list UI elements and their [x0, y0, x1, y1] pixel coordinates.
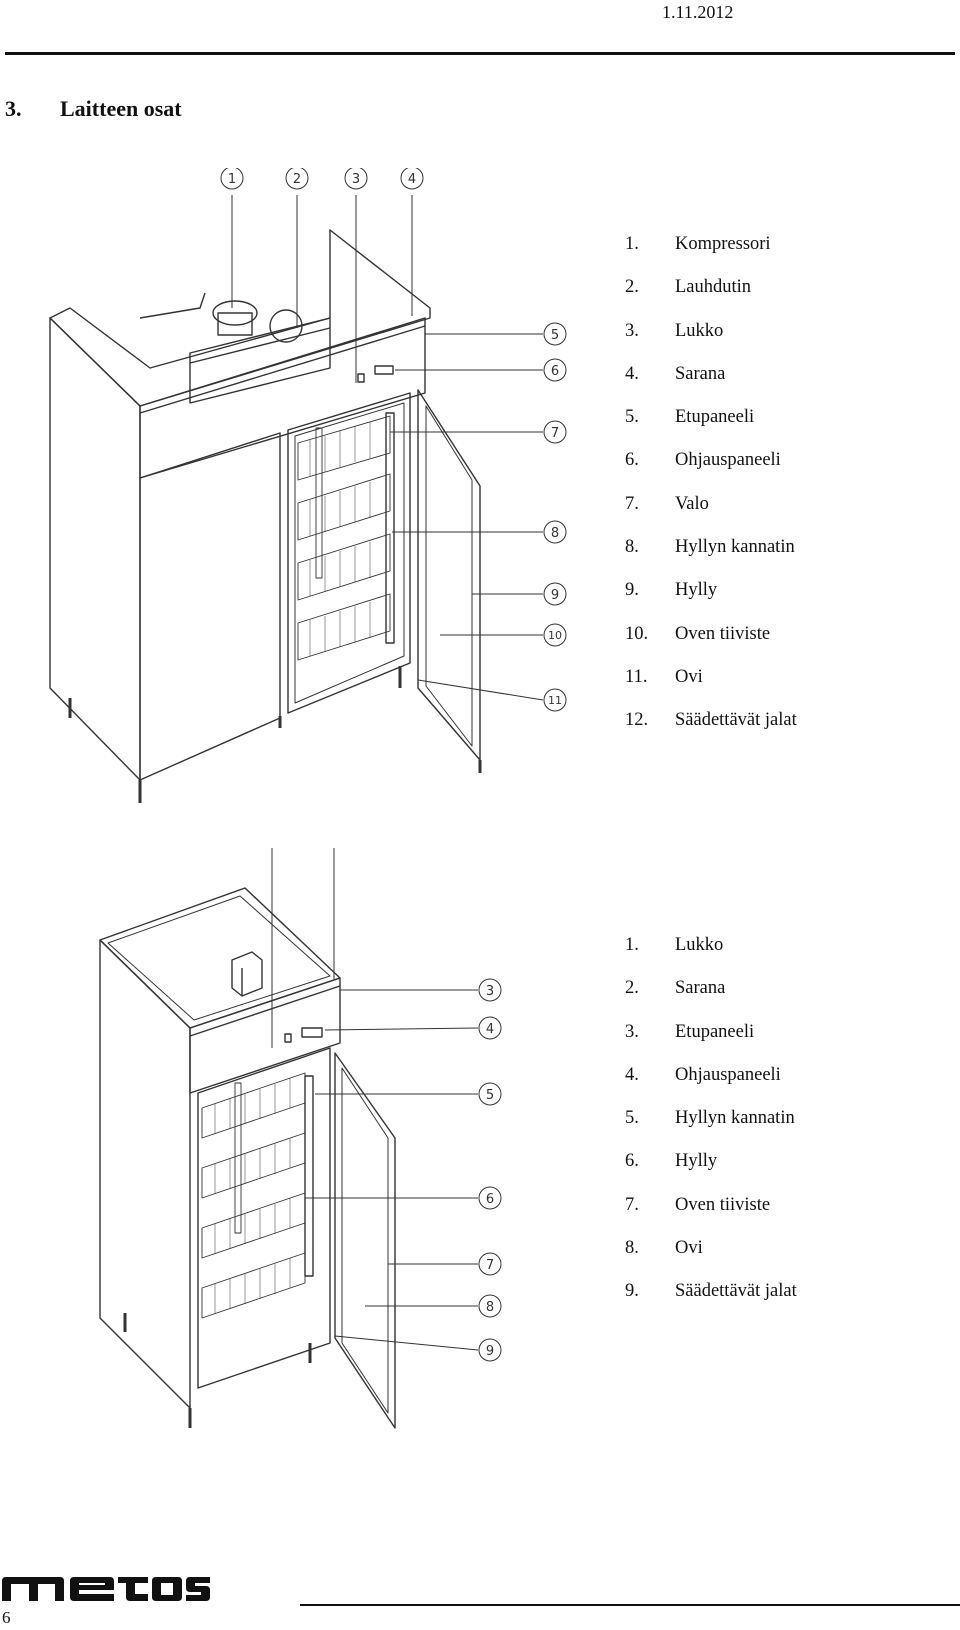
legend-item: 1.Kompressori: [625, 234, 771, 254]
front-panel: [189, 977, 341, 1094]
legend-item: 12.Säädettävät jalat: [625, 710, 797, 731]
callout-2: [285, 168, 309, 190]
callout-label: 1: [228, 172, 236, 187]
callout-6: [543, 358, 567, 382]
callout-8: [478, 1294, 502, 1318]
callout-4: [478, 1016, 502, 1040]
callout-7: [543, 420, 567, 444]
metos-logo: metos: [2, 1577, 210, 1601]
callout-7: [478, 1252, 502, 1276]
legend-item: 9.Hylly: [625, 580, 718, 601]
legend-item: 5.Hyllyn kannatin: [625, 1108, 795, 1129]
callout-label: 8: [551, 526, 559, 541]
legend-item: 6.Ohjauspaneeli: [625, 450, 781, 471]
callout-label: 2: [293, 172, 301, 187]
callout-1: [220, 168, 244, 190]
callout-9: [478, 1338, 502, 1362]
lock-box: [231, 951, 263, 997]
callout-label: 11: [548, 694, 562, 707]
section-number: 3.: [5, 96, 22, 121]
legend-item: 4.Sarana: [625, 363, 726, 384]
legend-item: 2.Lauhdutin: [625, 277, 752, 298]
callout-label: 8: [486, 1300, 494, 1315]
callout-8: [543, 520, 567, 544]
cabinet-top-back: [49, 229, 431, 407]
left-door: [139, 432, 281, 781]
callout-label: 6: [486, 1192, 494, 1207]
callout-5: [478, 1082, 502, 1106]
control-panel: [301, 1027, 323, 1038]
callout-3: [478, 978, 502, 1002]
legend-item: 4.Ohjauspaneeli: [625, 1064, 781, 1085]
parts-legend-2: 1.Lukko 2.Sarana 3.Etupaneeli 4.Ohjauspa…: [625, 934, 797, 1324]
callout-label: 6: [551, 364, 559, 379]
legend-item: 3.Etupaneeli: [625, 1021, 755, 1042]
callout-label: 7: [551, 426, 559, 441]
control-panel: [374, 365, 394, 375]
parts-legend-1: 1.Kompressori 2.Lauhdutin 3.Lukko 4.Sara…: [625, 233, 797, 753]
interior-frame: [287, 392, 411, 714]
shelf-support: [385, 412, 395, 644]
double-door-cabinet-drawing: 1 2 3 4 5 6 7 8 9 10 11: [49, 168, 567, 803]
legend-item: 9.Säädettävät jalat: [625, 1281, 797, 1302]
callout-label: 10: [548, 629, 562, 642]
shelves: [201, 1072, 306, 1319]
legend-item: 3.Lukko: [625, 320, 724, 341]
cabinet-side-panel: [49, 317, 141, 781]
shelves: [297, 415, 391, 661]
page-number: 6: [2, 1608, 11, 1627]
callout-label: 5: [551, 328, 559, 343]
cabinet-top: [99, 887, 341, 1029]
callout-11: [543, 688, 567, 712]
callout-label: 4: [408, 172, 416, 187]
callout-5: [543, 322, 567, 346]
callout-3: [344, 168, 368, 190]
single-door-cabinet-drawing: 1 2 3 4 5 6 7 8 9: [99, 848, 502, 1429]
compressor-unit: [139, 292, 331, 404]
callout-label: 7: [486, 1258, 494, 1273]
legend-item: 7.Valo: [625, 493, 709, 514]
legend-item: 8.Hyllyn kannatin: [625, 537, 795, 558]
shelf-support: [304, 1075, 314, 1277]
callout-label: 3: [486, 984, 494, 999]
callout-label: 4: [486, 1022, 494, 1037]
cabinet-side-panel: [99, 939, 191, 1409]
callout-label: 9: [486, 1344, 494, 1359]
legend-item: 5.Etupaneeli: [625, 407, 755, 428]
callout-6: [478, 1186, 502, 1210]
footer-rule: [300, 1604, 960, 1606]
interior-frame: [197, 1047, 331, 1389]
right-door: [417, 389, 481, 761]
callout-label: 9: [551, 588, 559, 603]
legend-item: 8.Ovi: [625, 1238, 703, 1259]
legend-item: 11.Ovi: [625, 666, 703, 687]
section-title: Laitteen osat: [60, 96, 182, 121]
legend-item: 6.Hylly: [625, 1151, 718, 1172]
header-date: 1.11.2012: [662, 2, 734, 22]
callout-label: 5: [486, 1088, 494, 1103]
header-rule: [5, 52, 955, 55]
callout-10: [543, 623, 567, 647]
legend-item: 10.Oven tiiviste: [625, 623, 771, 644]
callout-4: [400, 168, 424, 190]
section-heading: 3. Laitteen osat: [5, 96, 182, 122]
callout-label: 3: [352, 172, 360, 187]
door: [334, 1052, 396, 1429]
legend-item: 7.Oven tiiviste: [625, 1194, 771, 1215]
legend-item: 2.Sarana: [625, 978, 726, 999]
legend-item: 1.Lukko: [625, 935, 724, 955]
callout-9: [543, 582, 567, 606]
